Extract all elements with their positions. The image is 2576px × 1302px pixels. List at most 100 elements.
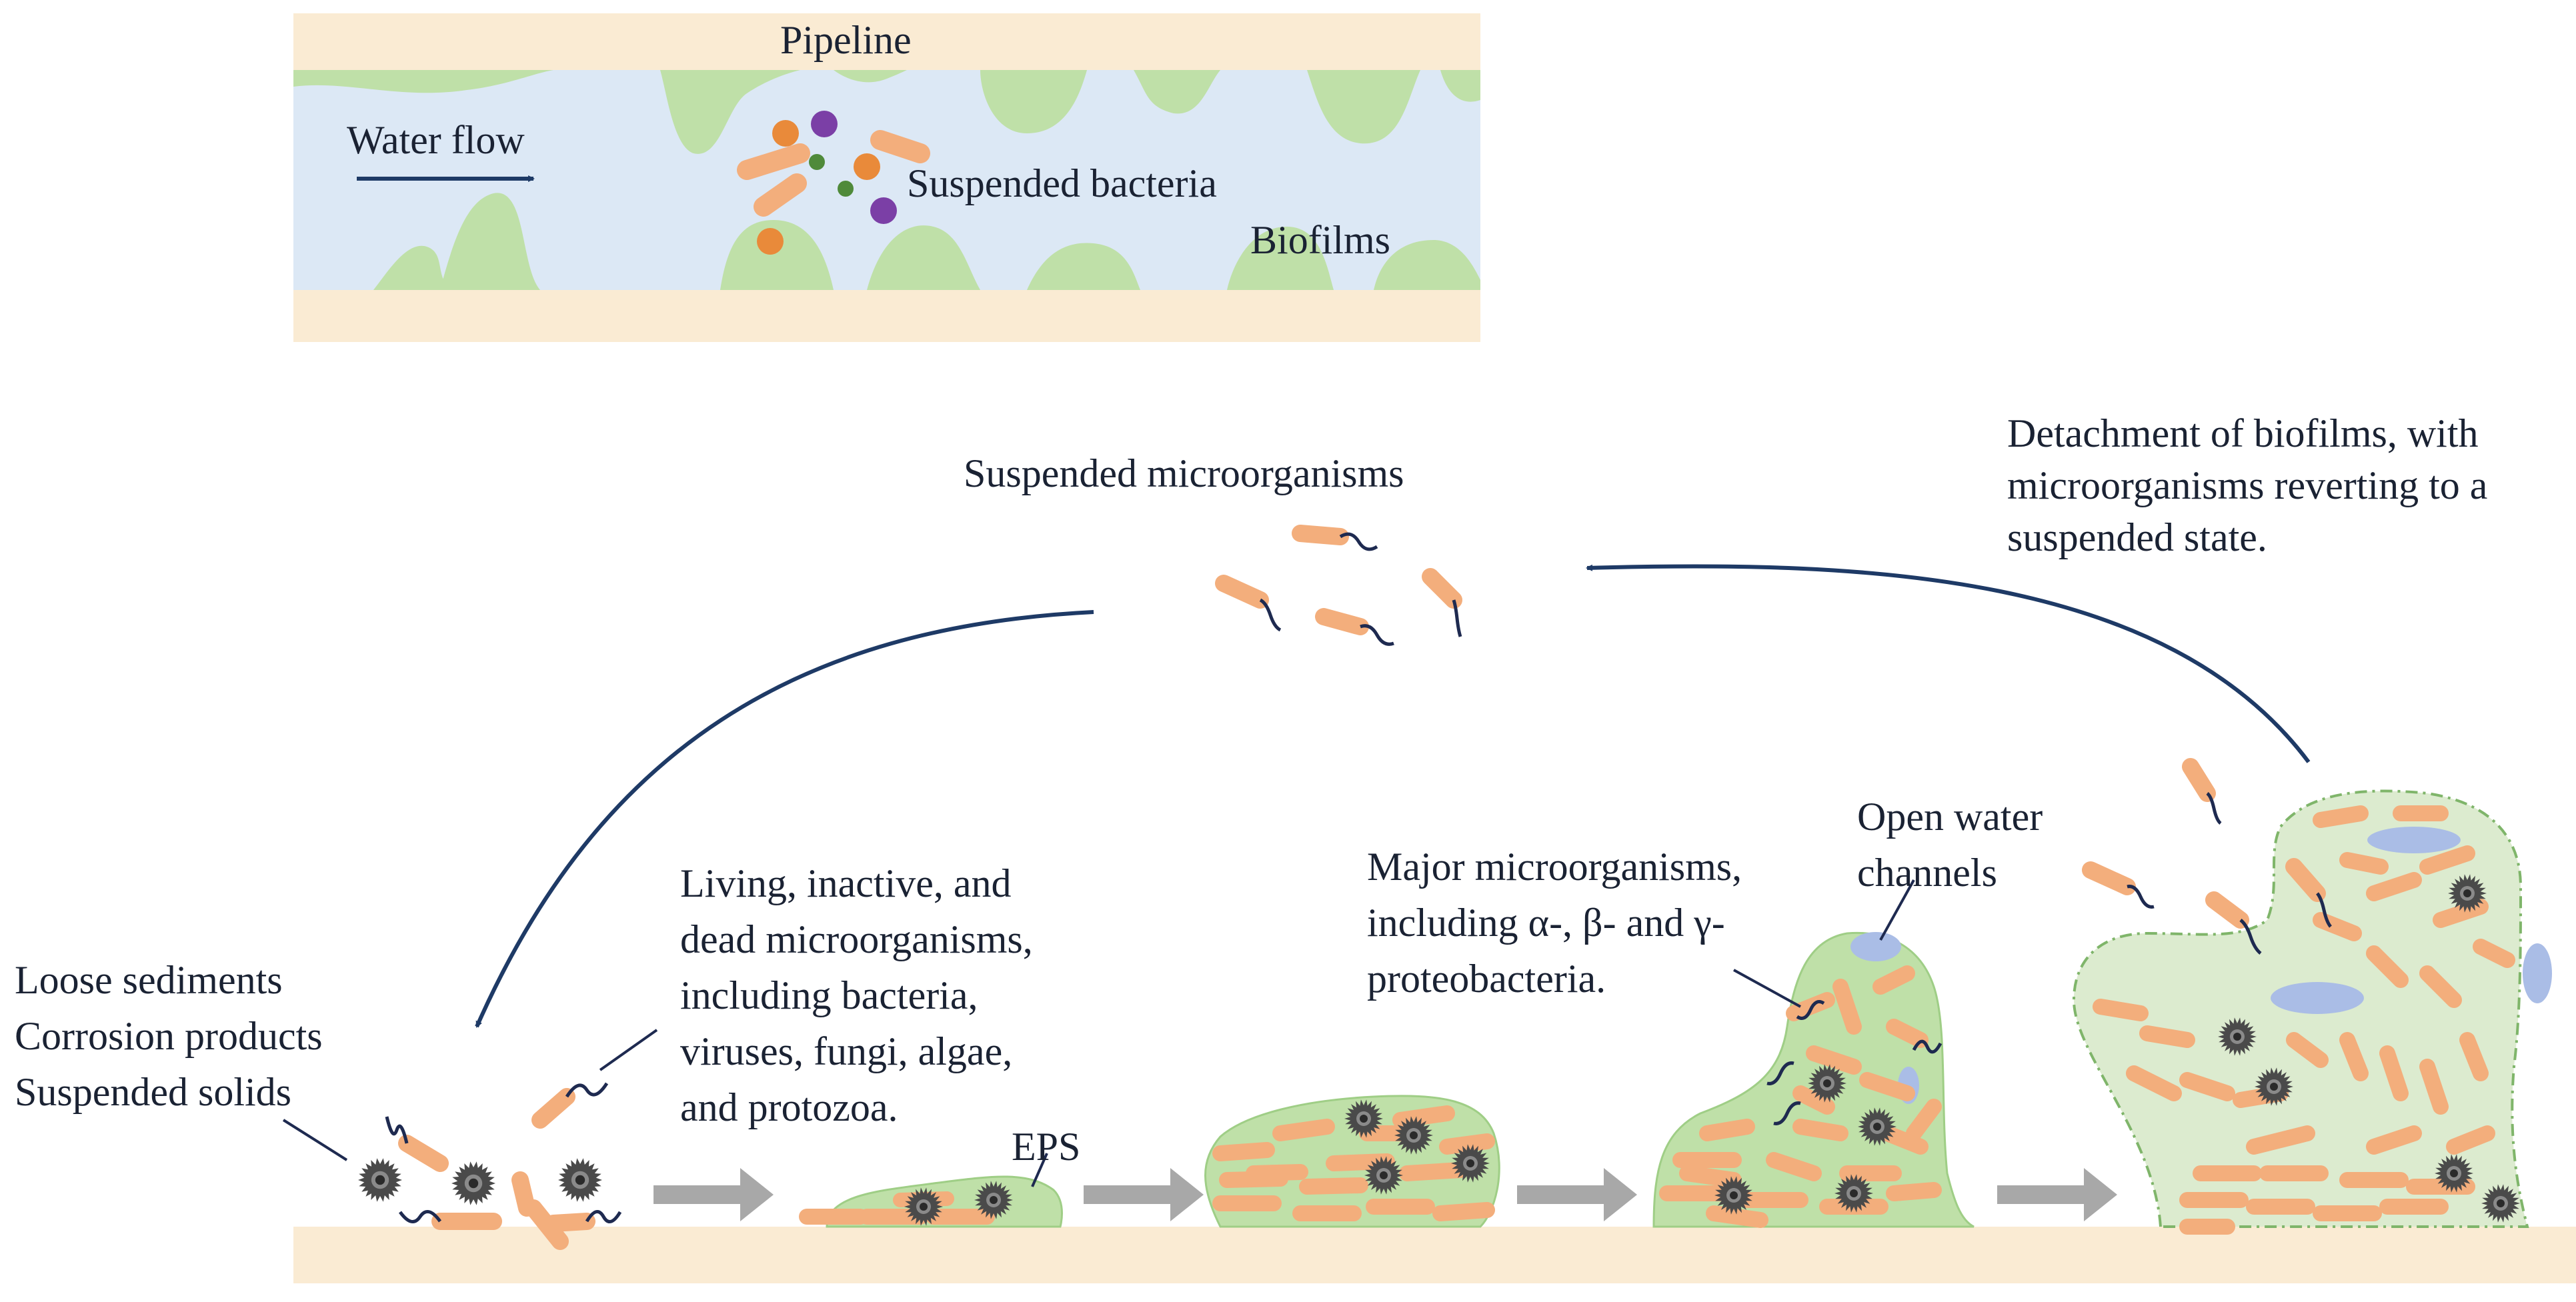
bacterium-rod xyxy=(1766,1152,1822,1181)
stage-5-dispersal xyxy=(2072,758,2552,1235)
bacterium-rod xyxy=(1886,1019,1928,1048)
bacterium-rod xyxy=(1399,1162,1468,1181)
major-line: proteobacteria. xyxy=(1367,957,1606,1001)
detachment-line: suspended state. xyxy=(2007,515,2267,559)
living-line: and protozoa. xyxy=(680,1085,898,1129)
bacterium-rod xyxy=(1906,1099,1942,1141)
bacterium-rod xyxy=(2379,1045,2409,1101)
detachment-label: Detachment of biofilms, with microorgani… xyxy=(2007,411,2497,559)
bacterium-rod xyxy=(2446,1125,2495,1155)
detachment-arrow xyxy=(1586,564,2311,763)
bacterium-rod xyxy=(2339,852,2389,875)
bacterium-rod xyxy=(1879,1125,1928,1155)
bacterium-rod xyxy=(2366,945,2409,988)
flagellum xyxy=(2239,919,2262,955)
bacterium-rod xyxy=(2286,1032,2329,1068)
leader-eps xyxy=(1031,1153,1048,1187)
leader-sediments xyxy=(282,1119,348,1161)
pipe-biofilm-top xyxy=(293,70,1480,154)
bacterium-rod xyxy=(545,1213,595,1232)
open-water-channels-label: Open water channels xyxy=(1857,795,2053,895)
sediment-particle xyxy=(904,1187,943,1226)
sediment-particle xyxy=(1834,1174,1873,1213)
stage-1-attachment xyxy=(358,1082,622,1250)
bacterium-rod xyxy=(1315,608,1369,635)
bacterium-rod xyxy=(1806,1045,1862,1075)
pipe-surface xyxy=(293,1227,2576,1283)
pipeline-panel: Pipeline Water flow Suspended bacteria B… xyxy=(293,13,1480,342)
major-line: Major microorganisms, xyxy=(1367,845,1742,889)
bacterium-rod xyxy=(511,1171,535,1217)
sediment-particle xyxy=(1858,1107,1896,1146)
bacterium-rod xyxy=(2339,1032,2369,1081)
major-microorganisms-label: Major microorganisms, including α-, β- a… xyxy=(1367,845,1752,1001)
sediment-particle xyxy=(2435,1154,2473,1193)
suspended-microorganisms-group xyxy=(1215,525,1462,646)
bacterium-rod xyxy=(1392,1105,1455,1128)
stage-4-cells xyxy=(1659,965,1943,1228)
stage-5-cells xyxy=(2082,758,2520,1235)
bacterium-rod xyxy=(2473,939,2515,968)
process-arrows xyxy=(654,1168,2117,1221)
process-arrow xyxy=(1517,1168,1637,1221)
bacterium-rod xyxy=(2139,1025,2195,1048)
bacterium-rod xyxy=(1792,1085,1835,1115)
sediment-particle xyxy=(451,1161,495,1205)
bacterium-rod xyxy=(1792,1119,1848,1141)
loose-sediments-label: Loose sediments Corrosion products Suspe… xyxy=(15,958,333,1114)
stage-3-microcolony xyxy=(1204,1095,1500,1228)
water-channel xyxy=(1850,932,1901,961)
bacterium-rod xyxy=(1872,965,1915,995)
bacterium-rod xyxy=(2366,872,2422,901)
flagellum xyxy=(398,1210,442,1223)
bacterium-rod xyxy=(398,1135,449,1172)
pipeline-label: Pipeline xyxy=(780,18,912,62)
process-arrow xyxy=(654,1168,774,1221)
sediment-particle xyxy=(1344,1099,1383,1138)
sediment-particle xyxy=(1394,1116,1433,1155)
flagellum xyxy=(585,1210,622,1223)
bacterium-rod xyxy=(2093,999,2149,1021)
bacterium-rod xyxy=(1292,525,1349,545)
detachment-line: Detachment of biofilms, with xyxy=(2007,411,2479,455)
stage-2-cells xyxy=(799,1181,1013,1226)
living-line: viruses, fungi, algae, xyxy=(680,1029,1012,1073)
sediment-particle xyxy=(558,1158,602,1202)
flagellum xyxy=(1796,1000,1825,1020)
bacterium-rod xyxy=(2179,1072,2235,1101)
pipe-biofilm-bottom xyxy=(373,193,1480,290)
channels-line: channels xyxy=(1857,851,1997,895)
bacterium-rod xyxy=(2246,1125,2315,1155)
leader-lines xyxy=(282,879,1915,1187)
bacterium-rod xyxy=(1246,1164,1308,1181)
living-line: Living, inactive, and xyxy=(680,861,1012,905)
sediments-line: Corrosion products xyxy=(15,1014,323,1058)
water-channel xyxy=(2523,943,2552,1003)
sediments-line: Suspended solids xyxy=(15,1070,291,1114)
flagellum xyxy=(1912,1039,1943,1054)
pipe-wall-top xyxy=(293,13,1480,70)
bacterium-rod xyxy=(1299,1177,1368,1195)
sediment-particle xyxy=(2218,1017,2257,1056)
suspended-microorganisms-label: Suspended microorganisms xyxy=(964,451,1404,495)
bacterium-rod xyxy=(1859,1072,1915,1101)
bacterium-rod xyxy=(1439,1133,1495,1155)
flagellum xyxy=(1452,599,1462,637)
flagellum xyxy=(1339,532,1378,551)
sediment-particle xyxy=(1808,1064,1846,1103)
leader-major xyxy=(1733,969,1801,1008)
flagellum xyxy=(1766,1061,1794,1085)
stage-2-eps xyxy=(799,1175,1063,1228)
bacterium-rod xyxy=(2459,1032,2489,1081)
water-channel xyxy=(2367,827,2461,853)
biofilms-label: Biofilms xyxy=(1250,218,1390,262)
bacterium-rod xyxy=(2419,845,2475,875)
bacterium-rod xyxy=(2126,1065,2182,1101)
bacterium-rod xyxy=(2082,861,2136,895)
flagellum xyxy=(2206,792,2222,825)
flagellum xyxy=(2316,892,2332,928)
bacterium-rod xyxy=(2313,805,2369,828)
detachment-line: microorganisms reverting to a xyxy=(2007,463,2487,507)
